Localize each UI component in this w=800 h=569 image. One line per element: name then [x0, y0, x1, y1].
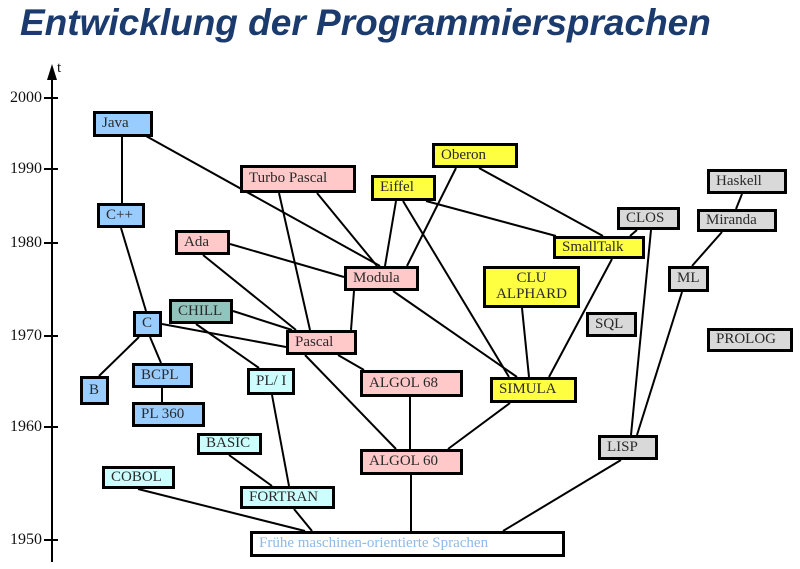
axis-tick-label-1950: 1950: [10, 531, 42, 548]
edge-miranda-ml: [691, 231, 723, 267]
edge-pascal-algol60: [304, 354, 397, 450]
edge-basic-fortran: [228, 454, 273, 487]
edge-java-modula: [145, 135, 381, 267]
axis-tick-1960: [44, 426, 58, 428]
edge-eiffel-simula: [402, 200, 510, 378]
node-chill: CHILL: [169, 299, 233, 324]
edge-ml-lisp: [636, 291, 683, 436]
node-c: C: [133, 311, 162, 337]
node-pascal: Pascal: [286, 330, 357, 355]
edge-cobol-fmos: [137, 488, 306, 532]
node-clos: CLOS: [617, 207, 680, 230]
node-prolog: PROLOG: [707, 328, 793, 352]
node-b: B: [80, 376, 109, 405]
node-haskell: Haskell: [707, 169, 787, 194]
axis-tick-label-1990: 1990: [10, 160, 42, 177]
axis-tick-label-2000: 2000: [10, 89, 42, 106]
edge-simula-algol60: [447, 402, 511, 450]
node-cobol: COBOL: [102, 466, 175, 489]
node-lisp: LISP: [598, 435, 658, 460]
axis-tick-1970: [44, 335, 58, 337]
edge-c-bcpl: [149, 336, 162, 364]
edge-ada-modula: [229, 243, 345, 278]
node-ada: Ada: [175, 230, 230, 255]
edge-clos-smalltalk: [629, 229, 638, 237]
edge-modula-pascal: [350, 290, 355, 331]
edge-clos-lisp: [630, 229, 652, 436]
edge-c-b: [98, 336, 140, 377]
node-smalltalk: SmallTalk: [553, 236, 645, 259]
edge-clu-alphard-simula: [521, 307, 530, 378]
node-sql: SQL: [586, 312, 637, 337]
node-cpp: C++: [97, 203, 145, 228]
node-label-line1: CLU: [516, 270, 547, 287]
edge-pli-fortran: [271, 394, 290, 487]
node-algol68: ALGOL 68: [360, 370, 463, 397]
axis-tick-1980: [44, 242, 58, 244]
node-algol60: ALGOL 60: [360, 449, 463, 475]
node-label-line2: ALPHARD: [496, 286, 567, 302]
node-modula: Modula: [344, 266, 419, 291]
node-basic: BASIC: [197, 433, 262, 455]
edge-haskell-miranda: [735, 193, 743, 210]
axis-tick-label-1970: 1970: [10, 327, 42, 344]
node-pl360: PL 360: [132, 402, 205, 427]
edge-modula-simula: [392, 290, 518, 378]
node-turbo-pascal: Turbo Pascal: [240, 165, 356, 193]
axis-tick-1990: [44, 168, 58, 170]
axis-arrow-icon: [47, 64, 57, 80]
node-pli: PL/ I: [247, 368, 295, 395]
axis-tick-2000: [44, 97, 58, 99]
edge-chill-pascal: [232, 310, 293, 331]
node-eiffel: Eiffel: [371, 175, 436, 201]
node-bcpl: BCPL: [132, 363, 193, 388]
edge-c-pascal: [161, 323, 287, 348]
page-title: Entwicklung der Programmiersprachen: [20, 2, 711, 43]
axis-tick-1950: [44, 539, 58, 541]
axis-t-label: t: [57, 60, 62, 76]
edge-oberon-modula: [406, 167, 457, 267]
edge-chill-pli: [195, 323, 260, 369]
node-miranda: Miranda: [697, 209, 777, 232]
node-oberon: Oberon: [432, 143, 518, 168]
edge-pascal-algol68: [337, 354, 365, 371]
axis-tick-label-1960: 1960: [10, 418, 42, 435]
edge-ada-pascal: [202, 254, 297, 331]
edge-fortran-fmos: [293, 508, 313, 532]
node-fmos: Frühe maschinen-orientierte Sprachen: [250, 531, 565, 557]
node-java: Java: [93, 111, 153, 137]
axis-tick-label-1980: 1980: [10, 234, 42, 251]
edge-oberon-smalltalk: [478, 167, 604, 237]
edge-turbo-pascal-pascal: [278, 192, 311, 331]
edge-turbo-pascal-modula: [316, 192, 378, 267]
edge-smalltalk-simula: [548, 258, 613, 378]
edge-cpp-c: [120, 227, 147, 312]
edge-lisp-fmos: [502, 459, 622, 532]
node-ml: ML: [668, 266, 709, 292]
edge-eiffel-modula: [384, 200, 397, 267]
edge-eiffel-smalltalk: [425, 200, 557, 237]
node-simula: SIMULA: [490, 377, 577, 403]
node-fortran: FORTRAN: [240, 486, 335, 509]
